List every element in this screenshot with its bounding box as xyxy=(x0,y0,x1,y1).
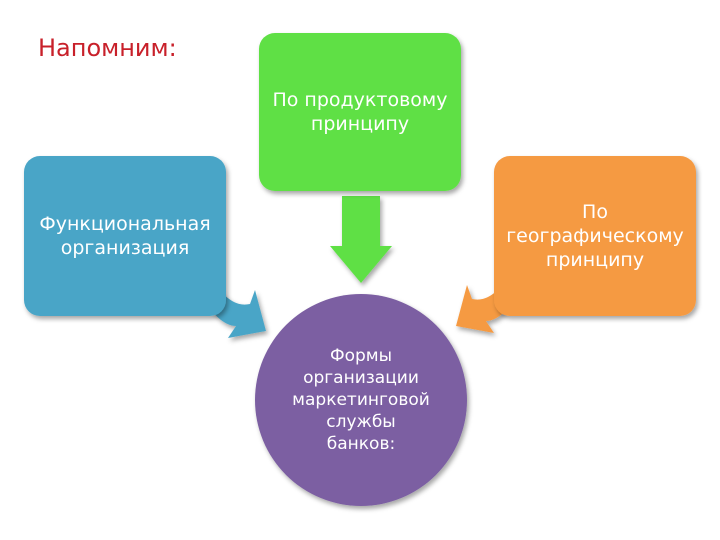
page-title: Напомним: xyxy=(38,34,177,62)
node-geographic-box xyxy=(494,156,696,316)
node-geographic-label: По географическому принципу xyxy=(506,201,684,271)
node-center-label: Формы организации маркетинговой службы б… xyxy=(292,346,430,454)
node-product-label: По продуктовому принципу xyxy=(272,89,448,135)
node-functional-box xyxy=(24,156,226,316)
node-functional-label: Функциональная организация xyxy=(39,213,211,259)
arrow-product-to-center xyxy=(330,196,392,283)
node-product-box xyxy=(259,33,461,191)
node-center-circle xyxy=(255,294,467,506)
